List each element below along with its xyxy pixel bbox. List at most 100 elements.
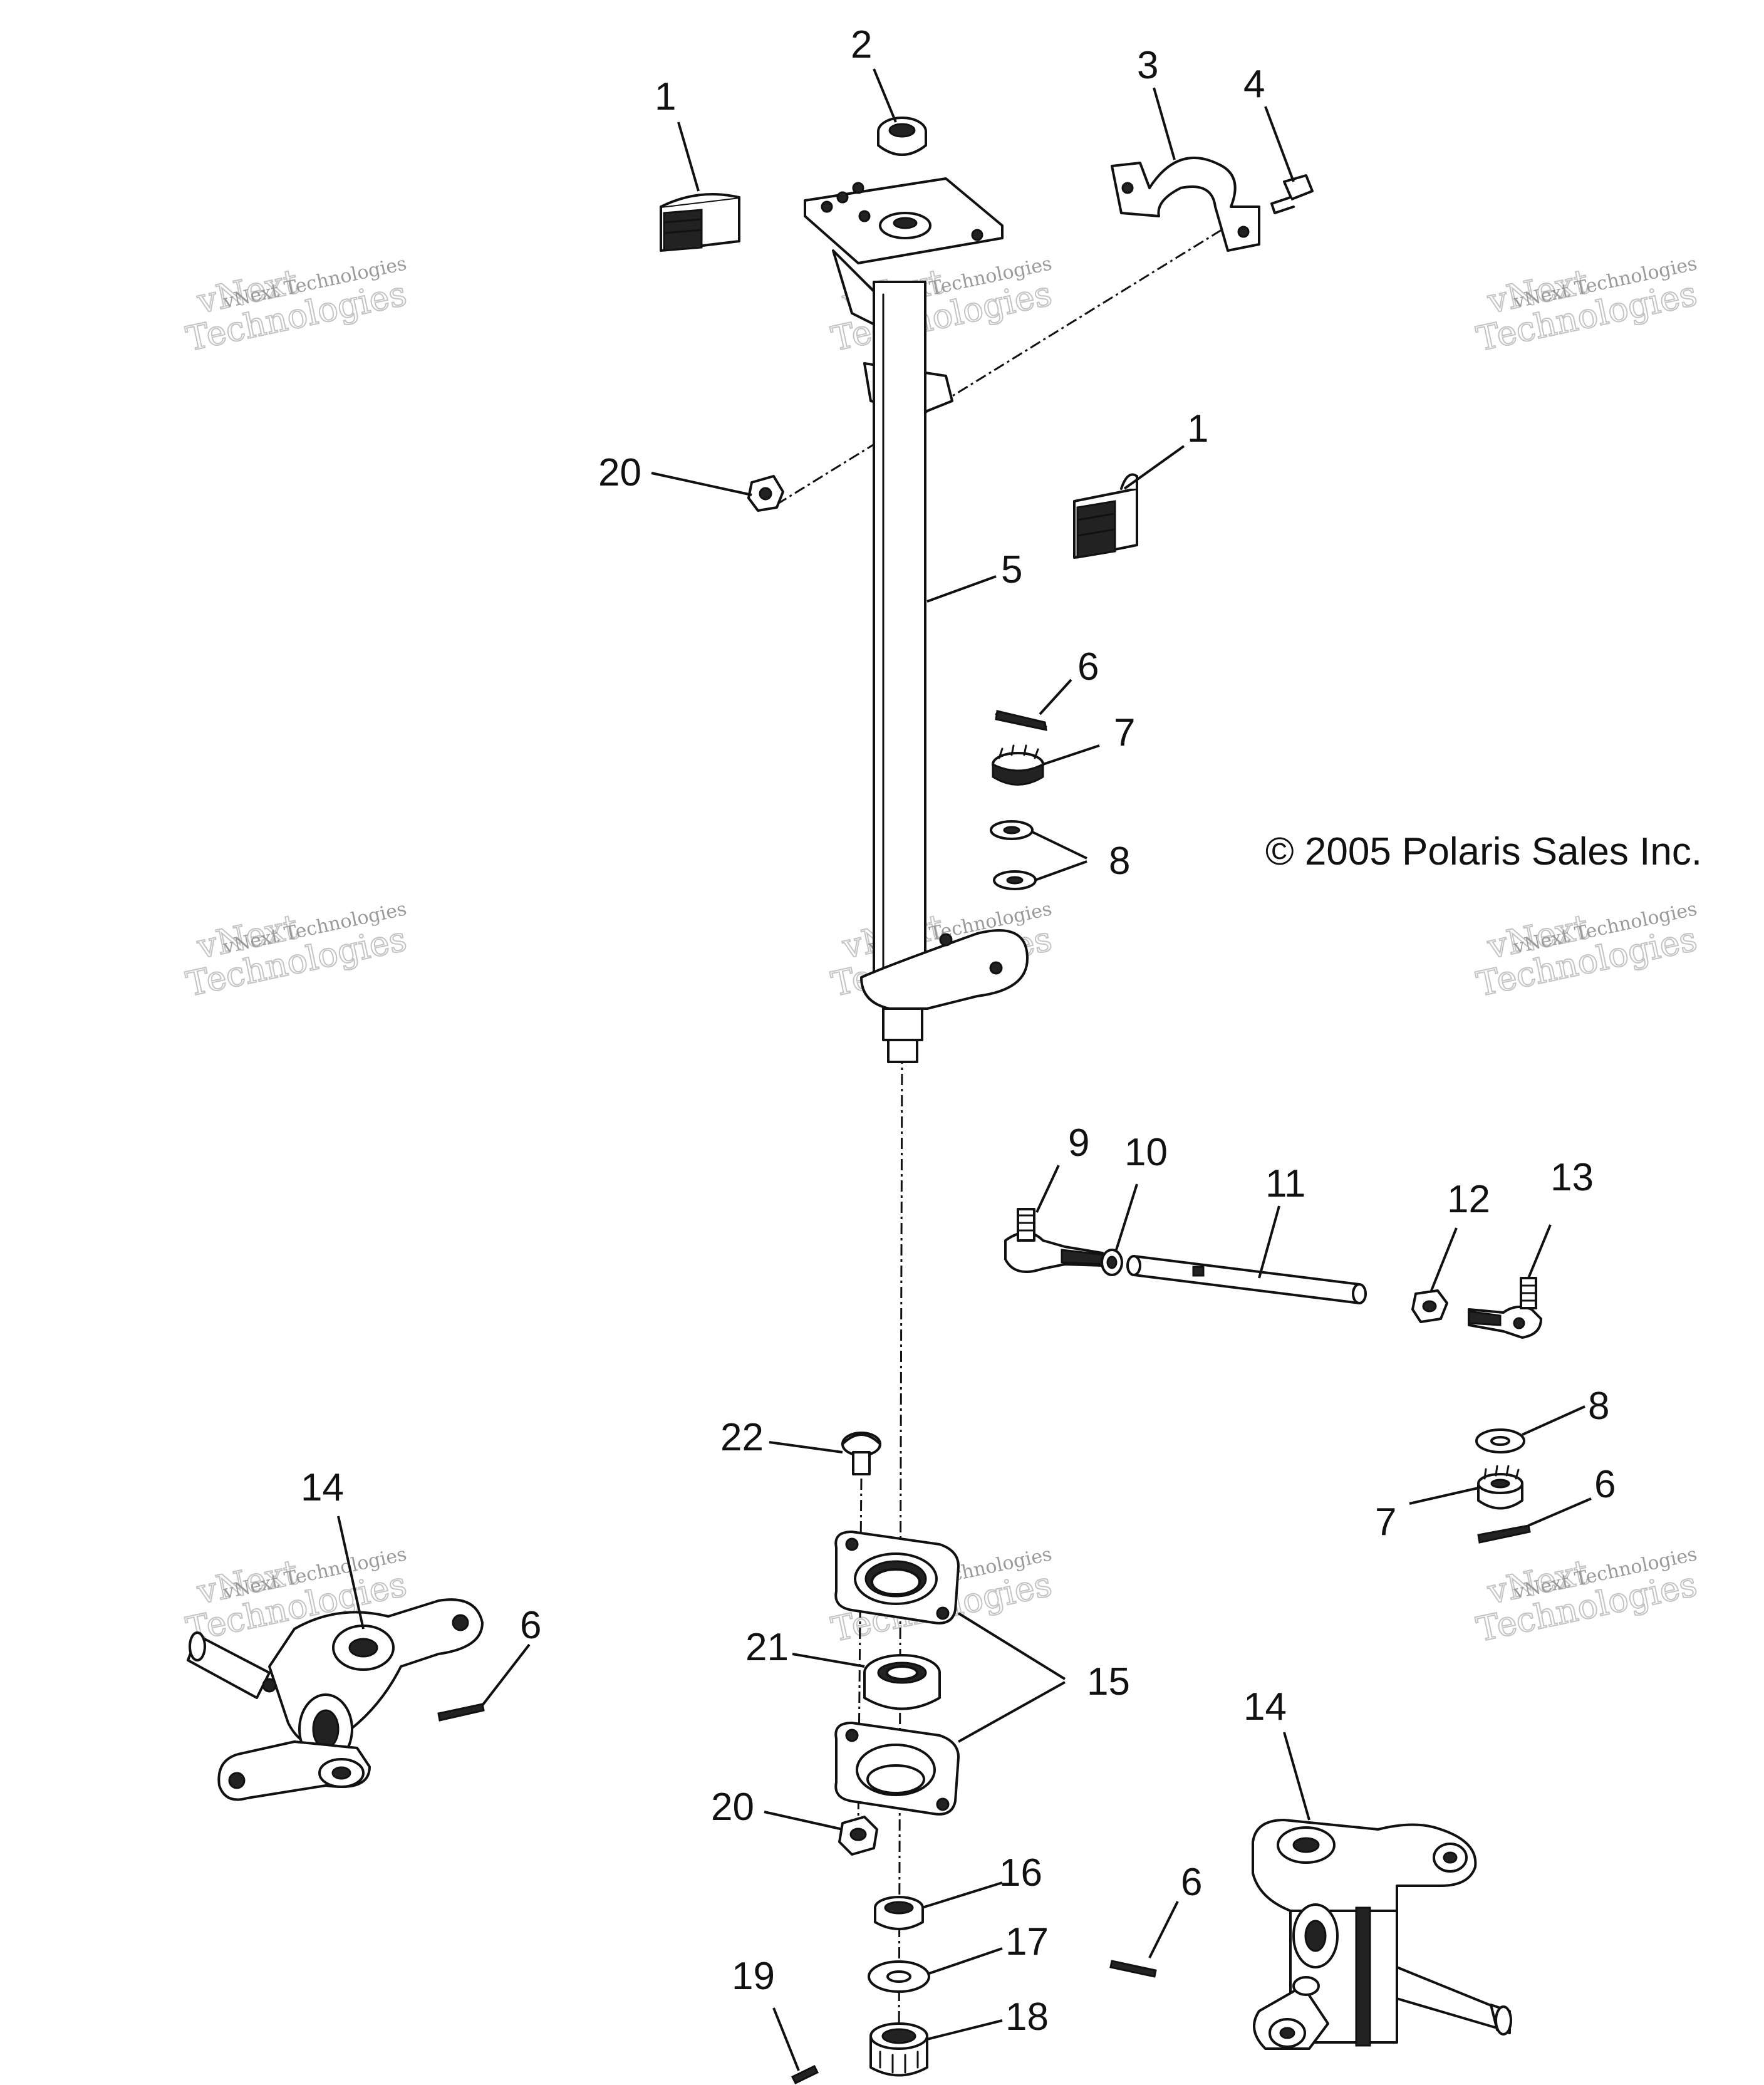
leader-line [1153,87,1176,160]
watermark: vNext Technologies vNext Technologies [182,898,411,1004]
leader-line [1527,1224,1552,1279]
cotter-pin-right [1477,1524,1531,1544]
jam-nut [1101,1249,1123,1276]
bearing [863,1654,941,1710]
leader-line [764,1811,843,1831]
leader-line [1042,744,1100,766]
cotter-pin-lower [791,2065,819,2084]
cotter-pin-upper [995,710,1047,731]
callout-22: 22 [720,1416,764,1459]
callout-18: 18 [1005,1995,1049,2039]
watermark: vNext Technologies vNext Technologies [1473,1543,1701,1650]
tie-rod-end-right [1468,1277,1542,1339]
callout-6d: 6 [1181,1861,1202,1904]
leader-line [926,2019,1003,2041]
watermark: vNext Technologies vNext Technologies [1473,252,1701,359]
assembly-line [776,205,1260,506]
callout-15: 15 [1087,1660,1130,1703]
leader-line [1522,1405,1585,1436]
callout-14b: 14 [1243,1685,1287,1729]
callout-17: 17 [1005,1920,1049,1963]
callout-3: 3 [1137,44,1158,87]
callout-6b: 6 [1594,1463,1616,1506]
assembly-line [898,1052,903,2062]
leader-line [1148,1901,1179,1958]
leader-line [928,1947,1003,1975]
watermark: vNext Technologies vNext Technologies [182,252,411,359]
callout-11: 11 [1265,1162,1305,1205]
leader-line [958,1681,1066,1743]
flange-bolt [841,1432,881,1475]
leader-line [772,2007,800,2071]
leader-line [677,122,700,192]
leader-line [1032,831,1087,860]
callout-12: 12 [1447,1178,1490,1221]
washer-upper-a [990,820,1034,840]
callout-1: 1 [655,75,676,118]
callout-20: 20 [598,451,641,494]
castle-nut-right [1477,1465,1523,1510]
leader-line [792,1653,865,1668]
spindle-right [1252,1819,1512,2050]
leader-lines [337,68,1592,2071]
nut-upper [747,475,784,512]
bearing-flange-lower [834,1722,960,1816]
callout-14: 14 [301,1466,344,1509]
leader-line [1039,679,1072,715]
parts [187,117,1542,2084]
bolt-small [1270,174,1314,214]
callout-20b: 20 [711,1786,754,1829]
callouts: 1 2 3 4 1 20 5 6 7 8 © 2005 Polaris Sale… [301,23,1702,2039]
washer-lower [868,1960,930,1993]
callout-21: 21 [745,1626,789,1669]
watermark: vNext Technologies vNext Technologies [1473,898,1701,1004]
leader-line [957,1612,1066,1680]
callout-2: 2 [851,23,872,66]
tie-rod [1126,1255,1367,1304]
seal [874,1896,924,1930]
leader-line [1430,1227,1458,1291]
callout-16: 16 [999,1851,1042,1895]
bushing-lower [1073,473,1138,559]
clamp-bracket [1111,157,1260,252]
leader-line [873,68,897,123]
steering-post [804,177,1029,1063]
grommet-top [877,117,927,156]
leader-line [481,1643,531,1707]
leader-line [1035,1165,1060,1213]
copyright-text: © 2005 Polaris Sales Inc. [1265,830,1702,873]
leader-line [1264,106,1295,182]
hex-nut [1411,1289,1448,1323]
callout-13: 13 [1550,1156,1594,1199]
callout-7b: 7 [1375,1500,1396,1544]
callout-7: 7 [1114,711,1135,754]
callout-6: 6 [1077,645,1099,689]
callout-1b: 1 [1187,407,1208,450]
callout-5: 5 [1001,548,1022,591]
bushing-upper [660,193,740,252]
callout-8b: 8 [1588,1385,1609,1428]
callout-10: 10 [1124,1131,1168,1174]
castle-nut-upper [992,744,1044,786]
leader-line [921,1881,1003,1909]
leader-line [1123,445,1185,490]
cotter-pin-lower-mid [1109,1960,1157,1978]
leader-line [1409,1487,1479,1505]
callout-9: 9 [1068,1121,1089,1165]
callout-8: 8 [1109,840,1130,883]
washer-upper-b [993,870,1037,890]
leader-line [1258,1205,1280,1279]
leader-line [651,472,752,496]
leader-line [1283,1732,1310,1821]
cotter-pin-left [437,1703,485,1722]
leader-line [337,1516,365,1630]
nut-lower [838,1816,878,1856]
callout-19: 19 [732,1955,775,1998]
tie-rod-end-left [1004,1208,1107,1273]
bearing-flange-upper [834,1531,960,1625]
leader-line [926,575,997,603]
washer-right [1475,1428,1525,1453]
callout-4: 4 [1243,63,1265,106]
callout-6c: 6 [520,1604,541,1647]
